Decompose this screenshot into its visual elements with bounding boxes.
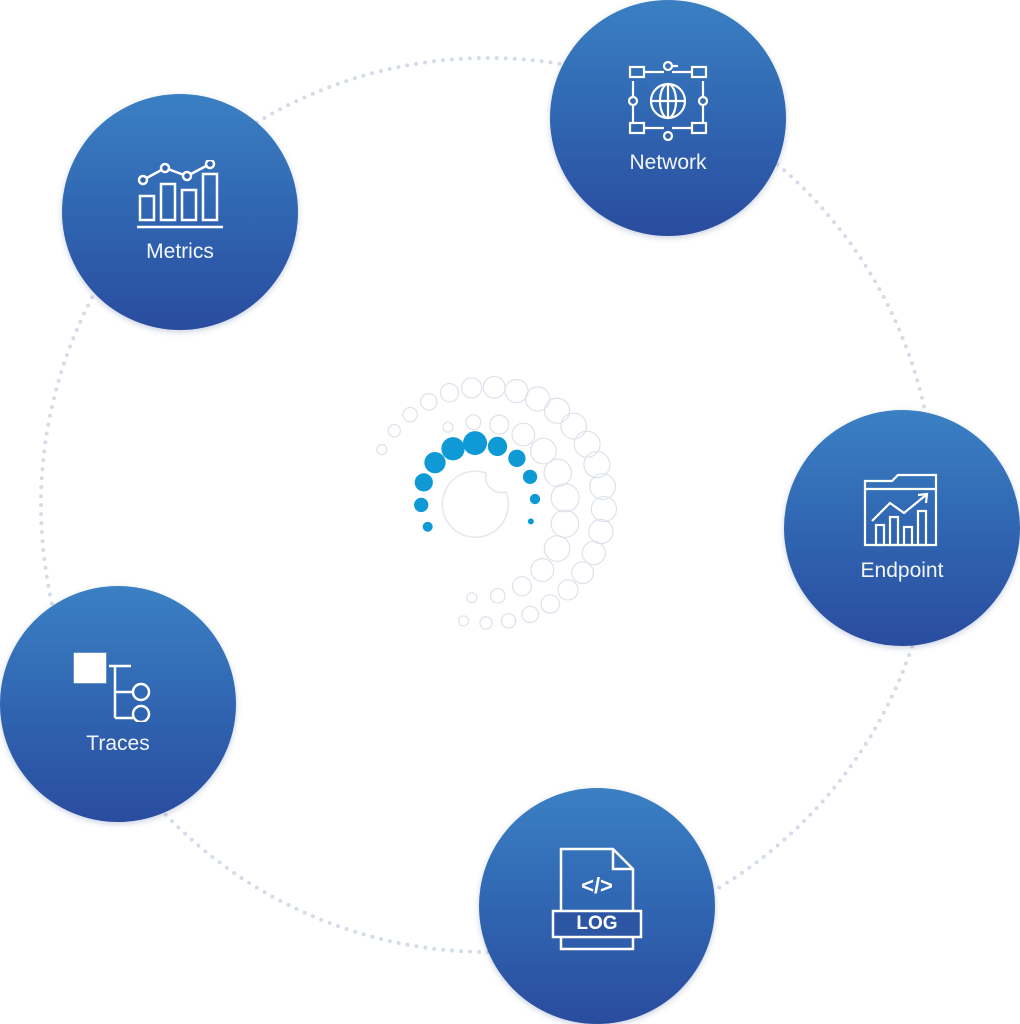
spinner-blue-dot (422, 521, 433, 532)
spinner-gray-dot (590, 495, 618, 523)
spinner-blue-dot (441, 437, 465, 461)
spinner-gray-dot (442, 421, 454, 433)
node-label: Metrics (146, 240, 214, 263)
spinner-gray-dot (479, 616, 493, 630)
spinner-gray-dot (387, 424, 401, 438)
spinner-gray-dot (543, 397, 571, 424)
node-network[interactable]: Network (550, 0, 786, 236)
spinner-gray-dot (525, 386, 551, 412)
spinner-gray-dot (402, 406, 418, 423)
spinner-gray-dot (530, 437, 557, 465)
spinner-blue-dot (522, 469, 538, 484)
spinner-gray-dot (489, 414, 510, 435)
log-file-icon: </> LOG (551, 847, 643, 951)
spinner-gray-dot (543, 458, 573, 488)
spinner-gray-dot (465, 414, 482, 431)
log-text: LOG (576, 913, 618, 934)
spinner-gray-dot (583, 451, 611, 479)
spinner-gray-dot (543, 535, 571, 562)
spinner-gray-dot (504, 378, 529, 404)
globe-network-icon (628, 61, 708, 141)
folder-chart-icon (863, 473, 938, 547)
center-spinner-logo (376, 375, 618, 630)
node-traces[interactable]: Traces (0, 586, 236, 822)
spinner-gray-dot (540, 594, 561, 614)
node-endpoint[interactable]: Endpoint (784, 410, 1020, 646)
spinner-blue-dot (508, 449, 526, 467)
spinner-gray-dot (588, 518, 614, 545)
spinner-blue-dot (529, 493, 541, 505)
spinner-gray-dot (511, 422, 536, 447)
spinner-gray-dot (573, 430, 601, 458)
node-label: Traces (86, 732, 150, 755)
node-log[interactable]: </> LOG (479, 788, 715, 1024)
spinner-blue-dot (463, 431, 488, 456)
spinner-blue-dot (424, 451, 446, 474)
spinner-gray-dot (521, 605, 539, 624)
spinner-gray-dot (500, 613, 517, 629)
spinner-gray-dot (550, 509, 580, 539)
spinner-gray-dot (420, 393, 438, 411)
bar-line-chart-icon (137, 160, 223, 229)
node-label: Endpoint (860, 559, 944, 582)
spinner-gray-dot (466, 592, 478, 604)
spinner-gray-dot (489, 587, 506, 604)
spinner-gray-dot (589, 473, 616, 500)
trace-tree-icon (73, 652, 151, 722)
spinner-gray-dot (439, 383, 460, 403)
spinner-gray-dot (457, 615, 470, 627)
spinner-blue-dot (487, 436, 508, 457)
spinner-blue-dot (414, 473, 433, 492)
spinner-gray-dot (511, 576, 533, 597)
spinner-blue-dot (527, 518, 534, 525)
node-label: Network (629, 151, 707, 174)
spinner-gray-dot (571, 561, 595, 585)
spinner-gray-dot (530, 558, 555, 582)
center-eye-shape (441, 470, 510, 538)
code-symbol: </> (581, 873, 613, 898)
spinner-blue-dot (414, 497, 429, 513)
spinner-gray-dot (460, 377, 483, 399)
spinner-gray-dot (581, 540, 606, 566)
spinner-gray-dot (550, 483, 580, 513)
spinner-gray-dot (482, 375, 506, 399)
spinner-gray-dot (376, 444, 388, 456)
spinner-gray-dot (557, 579, 579, 601)
node-metrics[interactable]: Metrics (62, 94, 298, 330)
spinner-gray-dot (560, 412, 588, 440)
